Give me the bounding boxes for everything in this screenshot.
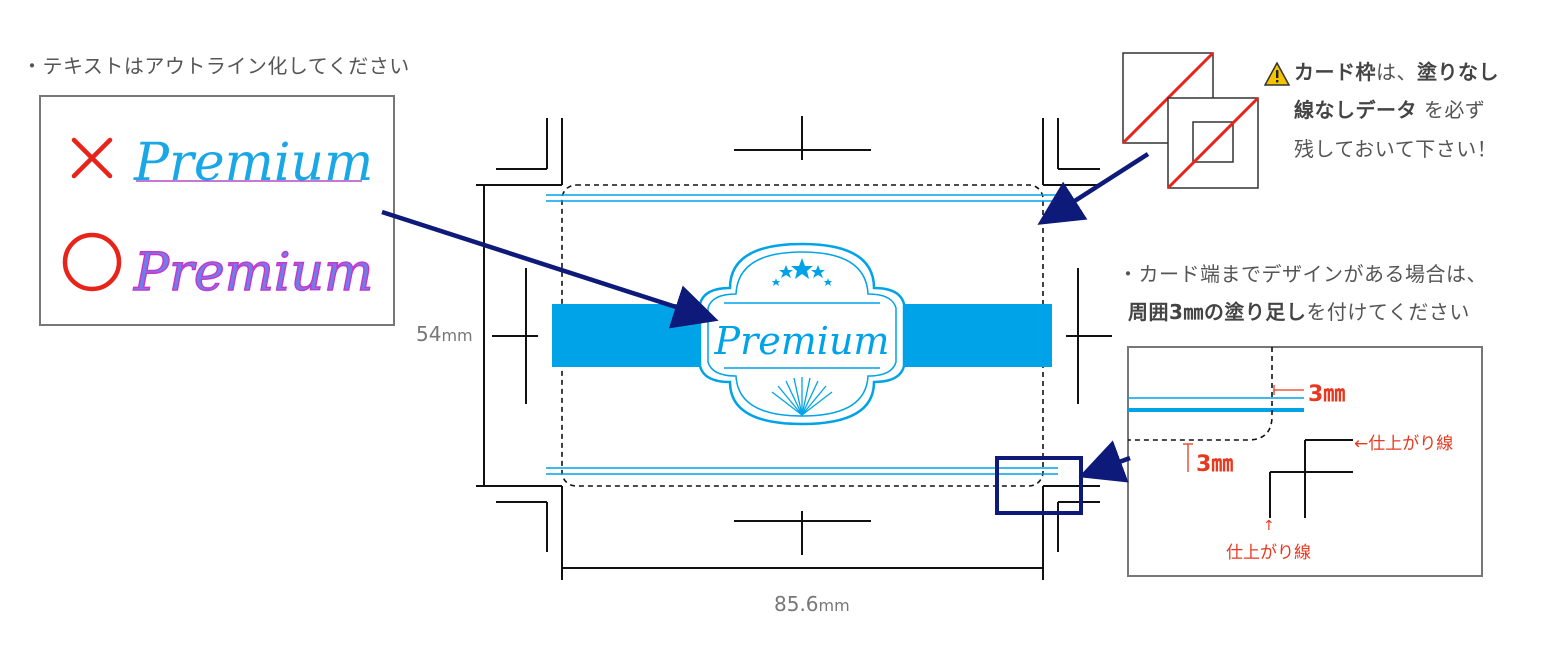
warning-line-1: カード枠は、塗りなし xyxy=(1294,56,1499,85)
bleed-part-a: 周囲3㎜の xyxy=(1128,300,1225,324)
arrow-to-logo xyxy=(381,209,719,329)
crop-mark-bottom-right xyxy=(1042,485,1100,552)
detail-blue-lines xyxy=(1128,397,1304,412)
height-dimension-label: 54mm xyxy=(416,322,473,346)
trim-line-label-right: ←仕上がり線 xyxy=(1354,434,1454,454)
warning-part2: は、 xyxy=(1376,60,1417,84)
bleed-instruction-line2: 周囲3㎜の塗り足しを付けてください xyxy=(1128,296,1470,325)
bleed-part-c: を付けてください xyxy=(1306,300,1470,324)
frame-no-line-icon xyxy=(1166,96,1260,190)
corner-highlight-rect xyxy=(995,456,1083,515)
wrong-x-mark xyxy=(71,137,113,179)
arrow-to-corner xyxy=(1078,440,1131,483)
bleed-v-label: 3㎜ xyxy=(1196,452,1234,477)
height-value: 54 xyxy=(416,322,442,346)
crop-mark-top-left xyxy=(496,118,563,186)
premium-emblem: Premium xyxy=(698,242,906,426)
bleed-h-arrow xyxy=(1273,385,1304,395)
warning-part3: 塗りなし xyxy=(1417,60,1499,84)
register-mark-top xyxy=(734,116,871,160)
register-mark-bottom xyxy=(734,511,871,555)
warning-part1: カード枠 xyxy=(1294,60,1376,84)
warning-line-2: 線なしデータ を必ず xyxy=(1294,94,1485,123)
emblem-logo-text: Premium xyxy=(714,319,890,363)
trim-line-arrow-up: ↑ xyxy=(1263,518,1275,534)
width-unit: mm xyxy=(818,596,850,615)
register-mark-left xyxy=(492,268,538,404)
outline-instruction: ・テキストはアウトライン化してください xyxy=(22,54,410,78)
arrow-to-trim xyxy=(1037,152,1150,225)
sample-outlined-text: Premium xyxy=(133,243,373,303)
bleed-instruction-line1: ・カード端までデザインがある場合は、 xyxy=(1118,262,1487,286)
trim-line-label-bottom: 仕上がり線 xyxy=(1226,543,1311,563)
warning-part4: 線なしデータ xyxy=(1294,98,1417,122)
bleed-v-arrow xyxy=(1183,443,1193,472)
width-value: 85.6 xyxy=(774,592,819,616)
warning-icon xyxy=(1264,62,1290,86)
right-circle-mark xyxy=(62,232,122,292)
width-dimension-label: 85.6mm xyxy=(774,592,850,616)
crop-mark-bottom-left xyxy=(496,485,563,552)
width-dimension-line xyxy=(561,552,1044,580)
bleed-part-b: 塗り足し xyxy=(1224,300,1307,324)
sample-unoutlined-text: Premium xyxy=(133,133,373,193)
height-dimension-line xyxy=(476,184,496,487)
card-top-stripes xyxy=(546,194,1058,202)
warning-line-3: 残しておいて下さい！ xyxy=(1294,137,1498,161)
detail-crop-marks xyxy=(1269,439,1353,518)
height-unit: mm xyxy=(441,326,473,345)
crop-mark-top-right xyxy=(1042,118,1100,186)
warning-part5: を必ず xyxy=(1423,98,1486,122)
bleed-h-label: 3㎜ xyxy=(1308,382,1346,407)
card-bottom-stripes xyxy=(546,467,1058,475)
register-mark-right xyxy=(1066,268,1112,404)
